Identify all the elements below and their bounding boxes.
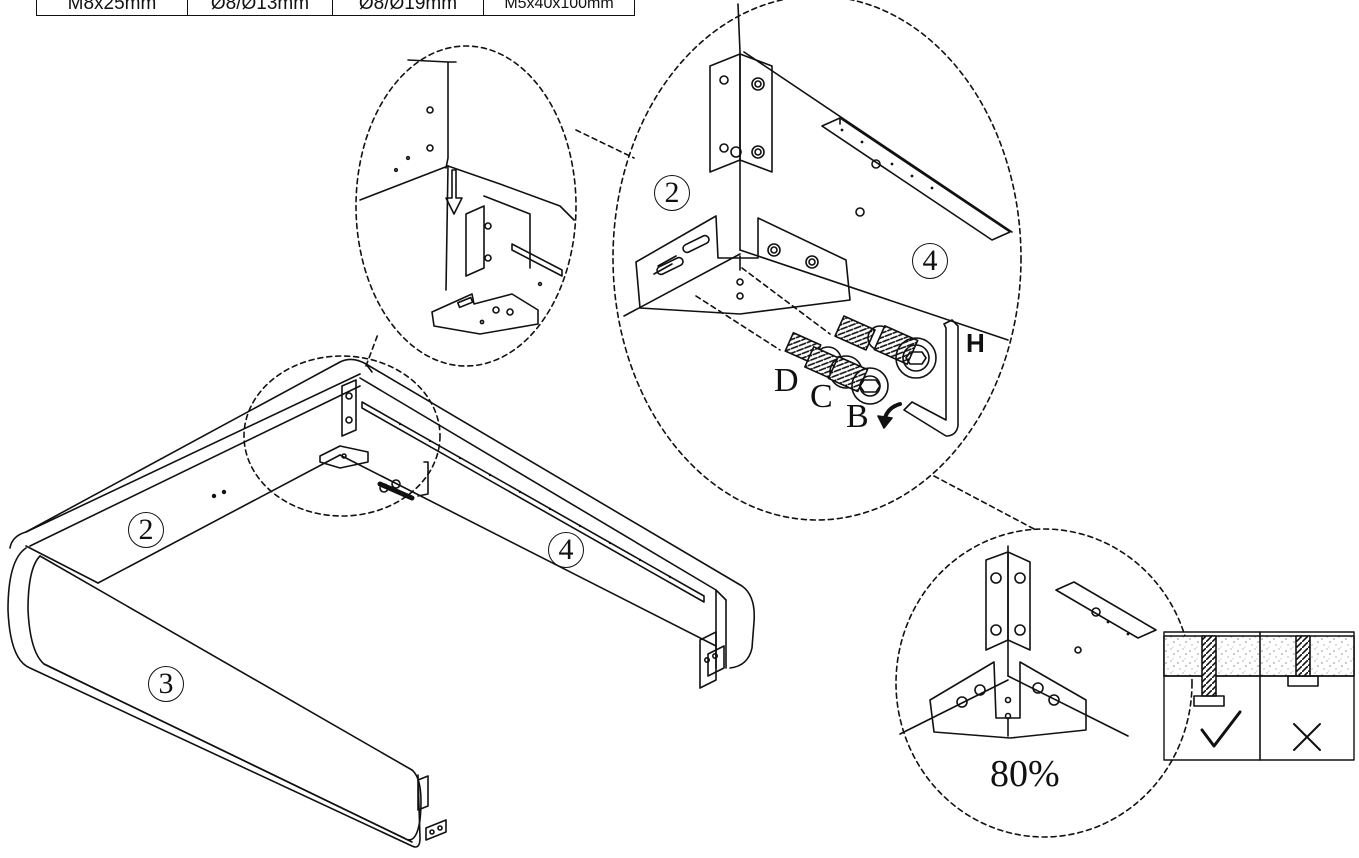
checkmark-icon — [1200, 710, 1242, 748]
callout-dashed-lines — [243, 0, 1193, 838]
tightening-percentage: 80% — [990, 753, 1060, 795]
label-panel-2-main: 2 — [128, 512, 164, 548]
detail-step-1 — [359, 59, 575, 335]
label-hardware-b: B — [846, 398, 869, 435]
label-panel-4-detail: 4 — [912, 243, 948, 279]
panel-4-main — [339, 363, 756, 689]
parts-cell-hex-key: M5x40x100mm — [483, 0, 635, 16]
label-panel-2-detail: 2 — [654, 175, 690, 211]
parts-cell-washer-13: Ø8/Ø13mm — [187, 0, 333, 16]
parts-cell-bolt: M8x25mm — [36, 0, 188, 16]
fastening-inset — [1163, 631, 1355, 761]
label-panel-4-main: 4 — [548, 532, 584, 568]
detail-step-3 — [899, 545, 1157, 739]
parts-cell-washer-19: Ø8/Ø19mm — [332, 0, 484, 16]
panel-3-main — [7, 547, 447, 848]
cross-icon — [1293, 723, 1321, 751]
label-hex-key-h: H — [966, 328, 985, 358]
parts-table: M8x25mm Ø8/Ø13mm Ø8/Ø19mm M5x40x100mm — [36, 0, 635, 16]
label-panel-3-main: 3 — [148, 666, 184, 702]
label-hardware-c: C — [810, 378, 833, 415]
corner-bracket-main — [319, 379, 429, 501]
label-hardware-d: D — [774, 362, 799, 399]
panel-2-main — [9, 358, 373, 584]
detail-step-2 — [623, 3, 1013, 437]
